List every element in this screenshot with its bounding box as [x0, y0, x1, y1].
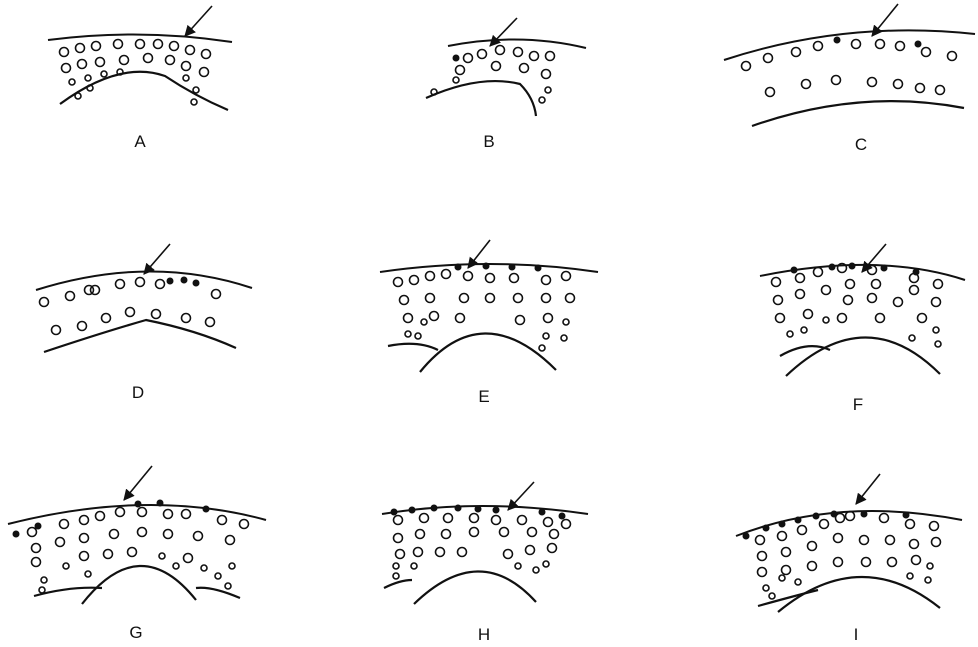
panel-label: B	[483, 132, 494, 151]
panel-a: A	[48, 6, 232, 151]
dark-cells	[167, 277, 200, 287]
outer-surface	[724, 30, 975, 60]
panel-label: H	[478, 625, 490, 644]
cell-layer	[431, 46, 555, 104]
cell-layer	[28, 508, 249, 594]
cell-layer	[40, 278, 221, 335]
panel-b: B	[426, 18, 586, 151]
cell-layer	[772, 264, 943, 348]
outer-surface	[760, 265, 965, 280]
inner-curve	[778, 577, 940, 612]
arrow	[185, 6, 212, 36]
inner-surface-right	[196, 588, 240, 598]
inner-surface	[426, 81, 536, 116]
inner-curve	[420, 333, 556, 372]
cell-layer	[742, 40, 957, 97]
inner-surface	[780, 346, 830, 356]
panel-f: F	[760, 244, 965, 414]
arrow	[144, 244, 170, 274]
panel-e: E	[380, 240, 598, 406]
panel-label: D	[132, 383, 144, 402]
inner-curve	[786, 337, 940, 376]
arrow	[124, 466, 152, 500]
panel-h: H	[382, 482, 588, 644]
outer-surface	[448, 39, 586, 48]
dark-cells	[453, 55, 460, 62]
inner-surface	[752, 101, 964, 126]
dark-cells	[834, 37, 922, 48]
panel-i: I	[736, 474, 962, 644]
panel-label: A	[134, 132, 146, 151]
panel-c: C	[724, 4, 975, 154]
panel-d: D	[36, 244, 252, 402]
inner-surface	[384, 580, 412, 588]
panel-g: G	[8, 466, 266, 642]
arrow	[856, 474, 880, 504]
cell-layer	[393, 514, 571, 580]
inner-curve	[414, 571, 536, 604]
cell-layer	[394, 270, 575, 352]
outer-surface	[736, 511, 962, 536]
inner-curve	[82, 566, 196, 604]
outer-surface	[48, 34, 232, 42]
outer-surface	[8, 505, 266, 524]
panel-label: G	[129, 623, 142, 642]
panel-label: I	[854, 625, 859, 644]
arrow	[508, 482, 534, 510]
dark-cells	[743, 511, 910, 540]
inner-surface	[388, 344, 438, 350]
panel-label: E	[478, 387, 489, 406]
arrow	[490, 18, 517, 46]
panel-label: C	[855, 135, 867, 154]
panel-label: F	[853, 395, 863, 414]
